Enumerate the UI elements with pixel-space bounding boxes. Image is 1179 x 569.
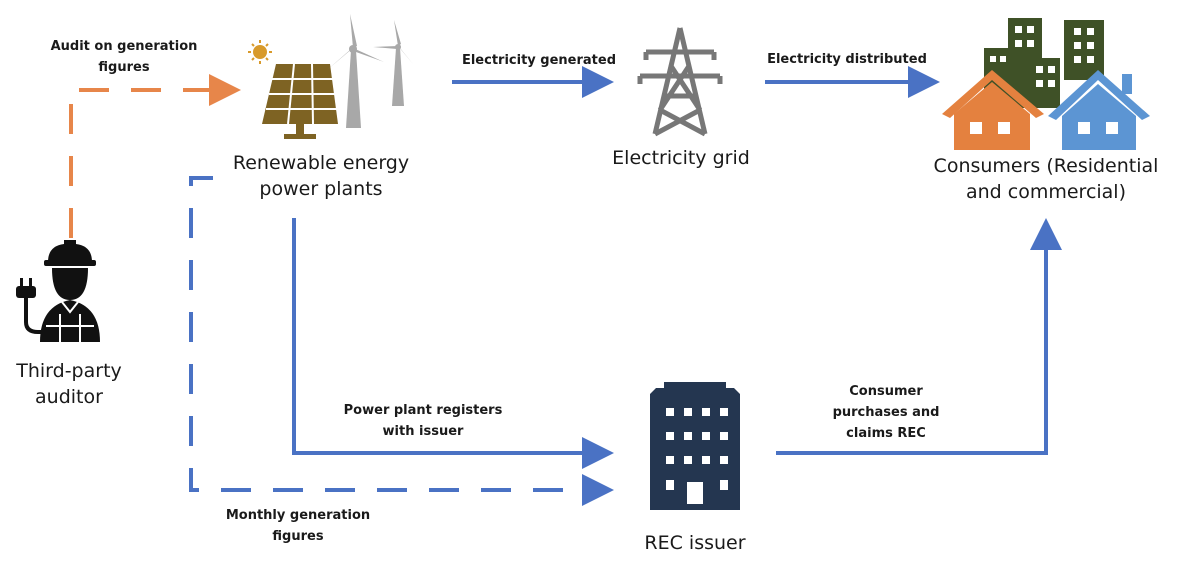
registers-edge-label-line: Power plant registers <box>343 403 503 418</box>
purchase-edge-label: Consumer purchases and claims REC <box>816 381 956 444</box>
audit-edge-label-line: Audit on generation <box>50 39 198 54</box>
rec-issuer-label-line: REC issuer <box>644 532 746 554</box>
city-houses-icon <box>942 18 1150 150</box>
rec-issuer-label: REC issuer <box>620 530 770 556</box>
auditor-label-line: Third-party <box>16 360 122 382</box>
power-plants-label: Renewable energy power plants <box>226 150 416 202</box>
solar-panel-icon <box>262 63 338 139</box>
wind-turbine-icon <box>327 14 413 128</box>
monthly-figures-arrow <box>189 176 614 506</box>
registers-edge-label: Power plant registers with issuer <box>328 400 518 442</box>
generated-edge-label-line: Electricity generated <box>461 53 617 68</box>
purchase-arrow <box>776 218 1062 455</box>
consumers-label-line: Consumers (Residential <box>933 155 1159 177</box>
monthly-edge-label-line: Monthly generation <box>225 508 371 523</box>
engineer-icon <box>16 240 100 342</box>
purchase-edge-label-line: purchases and <box>832 405 940 420</box>
audit-edge-label-line: figures <box>98 60 150 75</box>
monthly-edge-label-line: figures <box>272 529 324 544</box>
grid-label-line: Electricity grid <box>612 147 750 169</box>
distributed-edge-label-line: Electricity distributed <box>767 52 927 67</box>
sun-icon <box>248 40 272 64</box>
orange-house-icon <box>942 70 1044 150</box>
blue-house-icon <box>1048 70 1150 150</box>
monthly-edge-label: Monthly generation figures <box>210 505 386 547</box>
purchase-edge-label-line: Consumer <box>849 384 923 399</box>
distributed-edge-label: Electricity distributed <box>750 49 944 70</box>
registers-arrow <box>292 218 614 469</box>
purchase-edge-label-line: claims REC <box>846 426 926 441</box>
audit-edge-label: Audit on generation figures <box>36 36 212 78</box>
transmission-tower-icon <box>637 27 723 137</box>
generated-edge-label: Electricity generated <box>446 50 632 71</box>
auditor-label-line: auditor <box>35 386 103 408</box>
consumers-label: Consumers (Residential and commercial) <box>916 153 1176 205</box>
office-building-icon <box>650 382 740 510</box>
grid-label: Electricity grid <box>596 145 766 171</box>
power-plants-label-line: Renewable energy <box>232 152 410 174</box>
registers-edge-label-line: with issuer <box>382 424 464 439</box>
audit-arrow <box>69 74 241 238</box>
power-plants-label-line: power plants <box>259 178 383 200</box>
auditor-label: Third-party auditor <box>4 358 134 410</box>
consumers-label-line: and commercial) <box>965 181 1126 203</box>
